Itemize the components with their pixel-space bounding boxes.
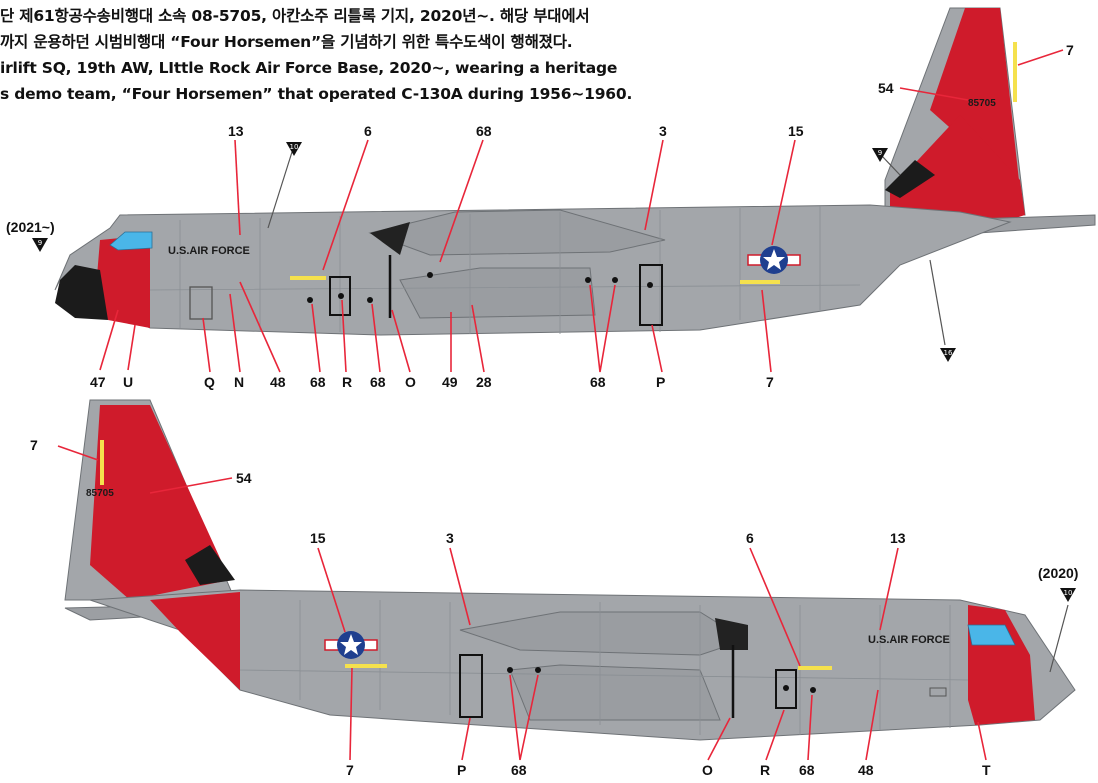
callout-68-b: 68 <box>370 374 386 390</box>
callout-N: N <box>234 374 244 390</box>
callout-49: 49 <box>442 374 458 390</box>
callout-R: R <box>342 374 352 390</box>
callout-54-b: 54 <box>236 470 252 486</box>
callout-48: 48 <box>270 374 286 390</box>
callout-P-b: P <box>457 762 466 778</box>
aircraft-bottom-profile: U.S.AIR FORCE 85705 <box>64 399 1076 741</box>
callout-47: 47 <box>90 374 106 390</box>
callout-9-nose: 9 <box>38 239 42 247</box>
header-line-2: 까지 운용하던 시범비행대 “Four Horsemen”을 기념하기 위한 특… <box>0 33 573 51</box>
callout-54: 54 <box>878 80 894 96</box>
callout-28: 28 <box>476 374 492 390</box>
top-serial-number: 85705 <box>968 98 996 109</box>
callout-15: 15 <box>788 123 804 139</box>
callout-P: P <box>656 374 665 390</box>
callout-7-fin: 7 <box>1066 42 1074 58</box>
callout-68-b2: 68 <box>799 762 815 778</box>
callout-7-b: 7 <box>346 762 354 778</box>
bottom-period-label: (2020) <box>1038 565 1078 581</box>
callout-3: 3 <box>659 123 667 139</box>
callout-R-b: R <box>760 762 770 778</box>
callout-7-fin-b: 7 <box>30 437 38 453</box>
callout-O: O <box>405 374 416 390</box>
callout-9: 9 <box>878 149 882 157</box>
callout-15-b: 15 <box>310 530 326 546</box>
top-leader-lines <box>99 49 1064 373</box>
header-line-4: s demo team, “Four Horsemen” that operat… <box>0 85 633 103</box>
callout-U: U <box>123 374 133 390</box>
callout-O-b: O <box>702 762 713 778</box>
callout-10: 10 <box>290 143 299 151</box>
callout-6: 6 <box>364 123 372 139</box>
header-line-1: 단 제61항공수송비행대 소속 08-5705, 아칸소주 리틀록 기지, 20… <box>0 7 590 25</box>
callout-13-b: 13 <box>890 530 906 546</box>
header-line-3: irlift SQ, 19th AW, LIttle Rock Air Forc… <box>0 59 618 77</box>
callout-10-b: 10 <box>1064 589 1073 597</box>
callout-6-b: 6 <box>746 530 754 546</box>
top-usaf-marking: U.S.AIR FORCE <box>168 245 250 257</box>
bottom-serial-number: 85705 <box>86 488 114 499</box>
top-period-label: (2021~) <box>6 219 55 235</box>
top-callout-labels: (2021~) 13 10 6 68 3 15 9 54 7 9 16 47 U… <box>6 42 1074 390</box>
callout-13: 13 <box>228 123 244 139</box>
callout-16: 16 <box>944 349 953 357</box>
bottom-usaf-marking: U.S.AIR FORCE <box>868 634 950 646</box>
callout-68-c: 68 <box>590 374 606 390</box>
bottom-callout-labels: 7 54 15 3 6 13 (2020) 10 7 P 68 O R 68 4… <box>30 437 1078 778</box>
callout-68: 68 <box>476 123 492 139</box>
bottom-leader-lines <box>57 445 1069 761</box>
callout-3-b: 3 <box>446 530 454 546</box>
callout-T: T <box>982 762 991 778</box>
callout-Q: Q <box>204 374 215 390</box>
callout-7: 7 <box>766 374 774 390</box>
callout-68-a: 68 <box>310 374 326 390</box>
aircraft-top-profile: U.S.AIR FORCE 85705 <box>54 7 1096 336</box>
callout-68-b1: 68 <box>511 762 527 778</box>
callout-48-b: 48 <box>858 762 874 778</box>
